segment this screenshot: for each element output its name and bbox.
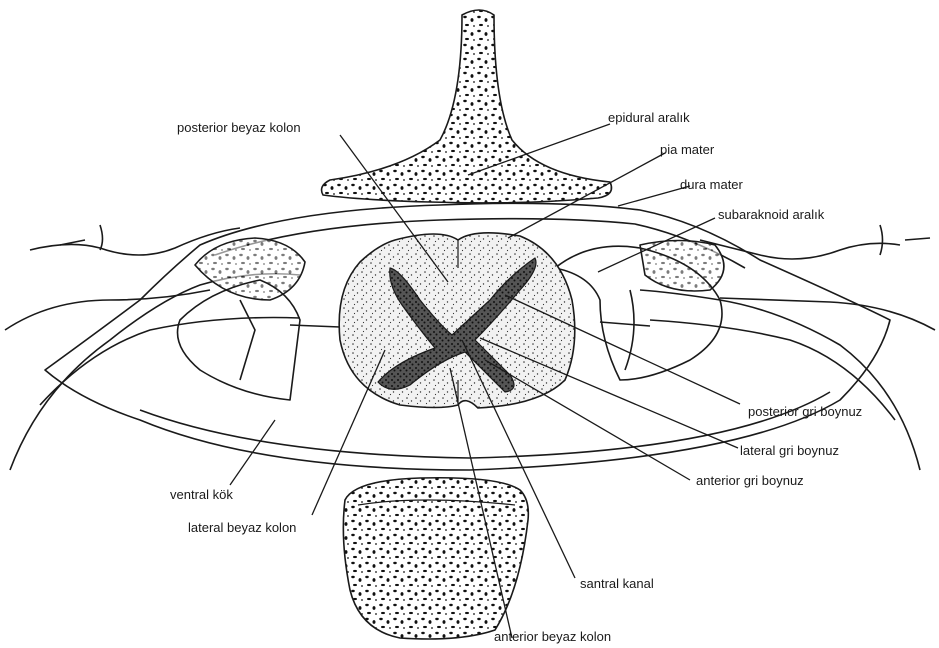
vertebral-body (343, 478, 528, 639)
label-ventral-kok: ventral kök (170, 488, 233, 501)
label-lateral-gri-boynuz: lateral gri boynuz (740, 444, 839, 457)
left-ganglion (195, 238, 305, 300)
label-posterior-beyaz-kolon: posterior beyaz kolon (177, 121, 301, 134)
right-ganglion (640, 241, 724, 292)
spinal-cord (339, 233, 575, 408)
label-dura-mater: dura mater (680, 178, 743, 191)
label-anterior-gri-boynuz: anterior gri boynuz (696, 474, 804, 487)
label-pia-mater: pia mater (660, 143, 714, 156)
label-santral-kanal: santral kanal (580, 577, 654, 590)
spinous-process (322, 10, 612, 203)
label-lateral-beyaz-kolon: lateral beyaz kolon (188, 521, 296, 534)
label-anterior-beyaz-kolon: anterior beyaz kolon (494, 630, 611, 643)
label-posterior-gri-boynuz: posterior gri boynuz (748, 405, 862, 418)
label-subaraknoid-aralik: subaraknoid aralık (718, 208, 824, 221)
label-epidural-aralik: epidural aralık (608, 111, 690, 124)
